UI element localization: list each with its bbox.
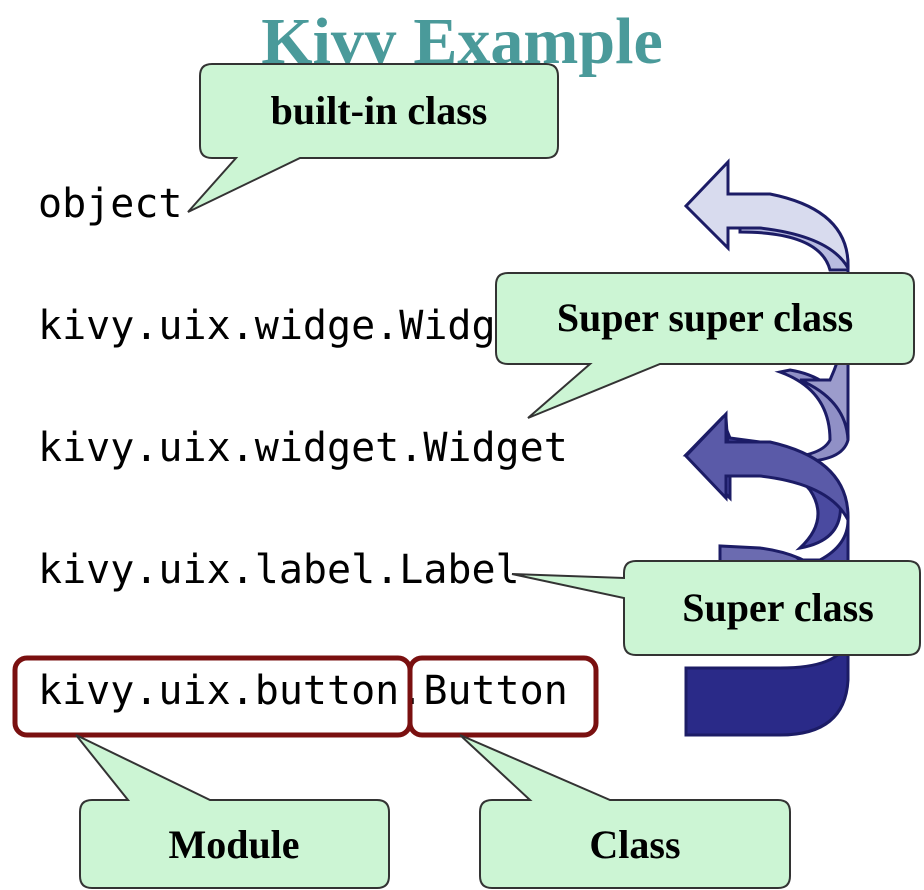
callout-super-super-text: Super super class	[557, 295, 853, 340]
hierarchy-button: kivy.uix.button.Button	[38, 668, 568, 714]
module-highlight-box	[12, 655, 413, 738]
hierarchy-label: kivy.uix.label.Label	[38, 547, 520, 593]
callout-module-text: Module	[168, 822, 299, 867]
hierarchy-widget: kivy.uix.widget.Widget	[38, 425, 568, 471]
callout-super-super-class: Super super class	[495, 272, 915, 419]
callout-module: Module	[75, 734, 390, 889]
class-highlight-box	[407, 655, 599, 738]
callout-class-text: Class	[589, 822, 680, 867]
callout-builtin-text: built-in class	[271, 88, 488, 133]
callout-class: Class	[459, 734, 791, 889]
hierarchy-object: object	[38, 181, 183, 227]
callout-super-text: Super class	[682, 585, 874, 630]
hierarchy-widge-widg: kivy.uix.widge.Widg	[38, 303, 496, 349]
callout-super-class: Super class	[511, 560, 921, 656]
callout-builtin-class: built-in class	[187, 63, 559, 213]
